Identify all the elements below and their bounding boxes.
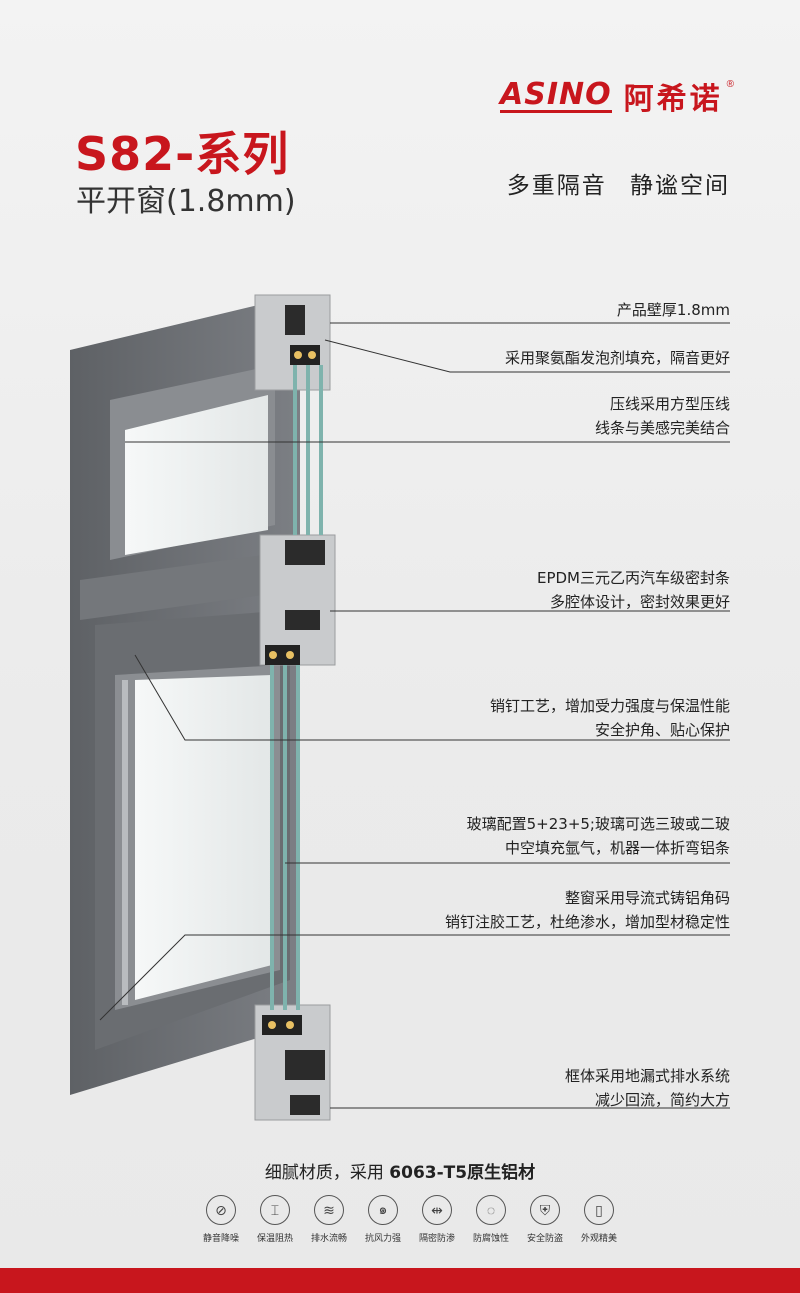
thermometer-icon: ⌶ [260,1195,290,1225]
transom-bar [80,550,300,620]
feature-drainage: ≋ 排水流畅 [304,1195,354,1244]
tagline: 多重隔音 静谧空间 [506,173,730,199]
bottom-glass [135,675,272,1000]
brand-logo: ASINO 阿希诺 ® [500,74,742,118]
seal-arrows-icon: ⇹ [422,1195,452,1225]
annotation-pin-process: 销钉工艺，增加受力强度与保温性能 安全护角、贴心保护 [489,697,730,739]
brand-name-cn: 阿希诺 [623,82,723,117]
top-glass [125,395,268,555]
material-statement: 细腻材质，采用 6063-T5原生铝材 [264,1163,536,1183]
door-icon: ▯ [584,1195,614,1225]
profile-section-middle [259,534,336,666]
product-subtitle: 平开窗(1.8mm) [76,184,296,219]
footer-red-bar [0,1268,800,1293]
feature-sealing: ⇹ 隔密防渗 [412,1195,462,1244]
profile-section-bottom [254,1004,331,1121]
annotation-epdm-seal: EPDM三元乙丙汽车级密封条 多腔体设计，密封效果更好 [536,569,730,611]
annotation-glazing-bead: 压线采用方型压线 线条与美感完美结合 [594,395,730,437]
wind-icon: ๑ [368,1195,398,1225]
feature-appearance: ▯ 外观精美 [574,1195,624,1244]
feature-wind-resistance: ๑ 抗风力强 [358,1195,408,1244]
feature-security: ⛨ 安全防盗 [520,1195,570,1244]
anti-corrosion-icon: ◌ [476,1195,506,1225]
registered-mark: ® [726,78,734,90]
window-profile-illustration [70,294,730,1121]
feature-soundproof: ⊘ 静音降噪 [196,1195,246,1244]
brand-name-en: ASINO [500,76,612,113]
annotation-glass-config: 玻璃配置5+23+5;玻璃可选三玻或二玻 中空填充氩气，机器一体折弯铝条 [466,815,730,857]
annotation-wall-thickness: 产品壁厚1.8mm [616,301,730,319]
annotation-leader-lines [99,322,730,1109]
shield-lock-icon: ⛨ [530,1195,560,1225]
annotation-foam-fill: 采用聚氨酯发泡剂填充，隔音更好 [504,349,730,367]
material-highlight: 6063-T5原生铝材 [389,1163,536,1183]
water-wave-icon: ≋ [314,1195,344,1225]
annotation-corner-joint: 整窗采用导流式铸铝角码 销钉注胶工艺，杜绝渗水，增加型材稳定性 [444,889,730,931]
feature-anti-corrosion: ◌ 防腐蚀性 [466,1195,516,1244]
annotation-drainage: 框体采用地漏式排水系统 减少回流，简约大方 [564,1067,730,1109]
mute-icon: ⊘ [206,1195,236,1225]
feature-insulation: ⌶ 保温阻热 [250,1195,300,1244]
series-title: S82-系列 [75,127,290,181]
profile-section-top [254,294,331,391]
triple-glass-section [270,365,323,1010]
